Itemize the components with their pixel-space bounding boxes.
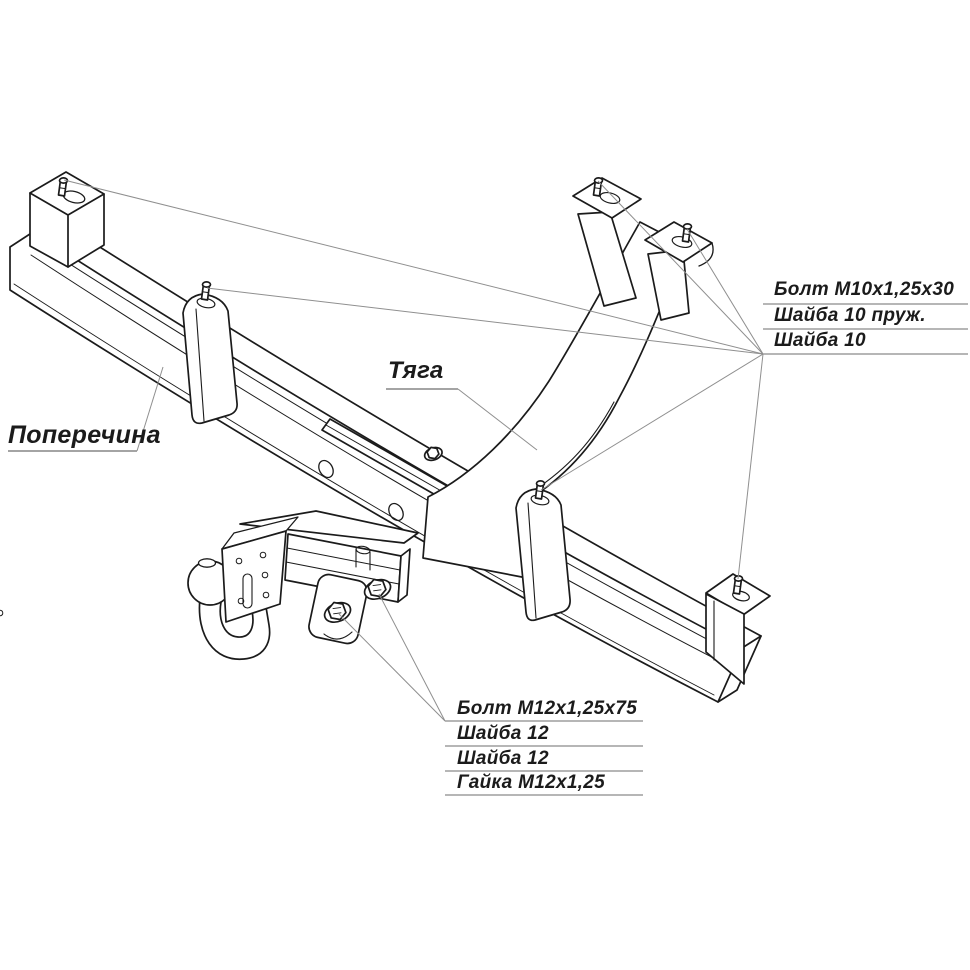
bracket-strap-right [515,480,571,622]
bracket-legs [577,211,690,321]
junction-bolt [423,446,443,462]
callout-row-washer12-b: Шайба 12 [457,748,549,769]
callout-row-nut-m12: Гайка M12x1,25 [457,772,605,793]
ball-mount-drawing [0,510,419,660]
callout-row-washer12-a: Шайба 12 [457,723,549,744]
callout-rules [8,303,968,796]
bracket-top-left [29,171,105,268]
callout-row-bolt-m10: Болт M10x1,25x30 [774,279,955,300]
bracket-top-right-1 [572,177,642,219]
drawbar-label: Тяга [388,357,444,384]
leader-lines [63,179,764,722]
callout-row-washer10-spring: Шайба 10 пруж. [774,305,926,326]
bracket-top-right-2 [644,221,714,267]
bracket-strap-left [182,281,238,425]
callout-row-washer10: Шайба 10 [774,330,866,351]
crossmember-label: Поперечина [8,421,161,449]
callout-row-bolt-m12: Болт M12x1,25x75 [457,698,638,719]
bracket-end-right [705,573,771,685]
